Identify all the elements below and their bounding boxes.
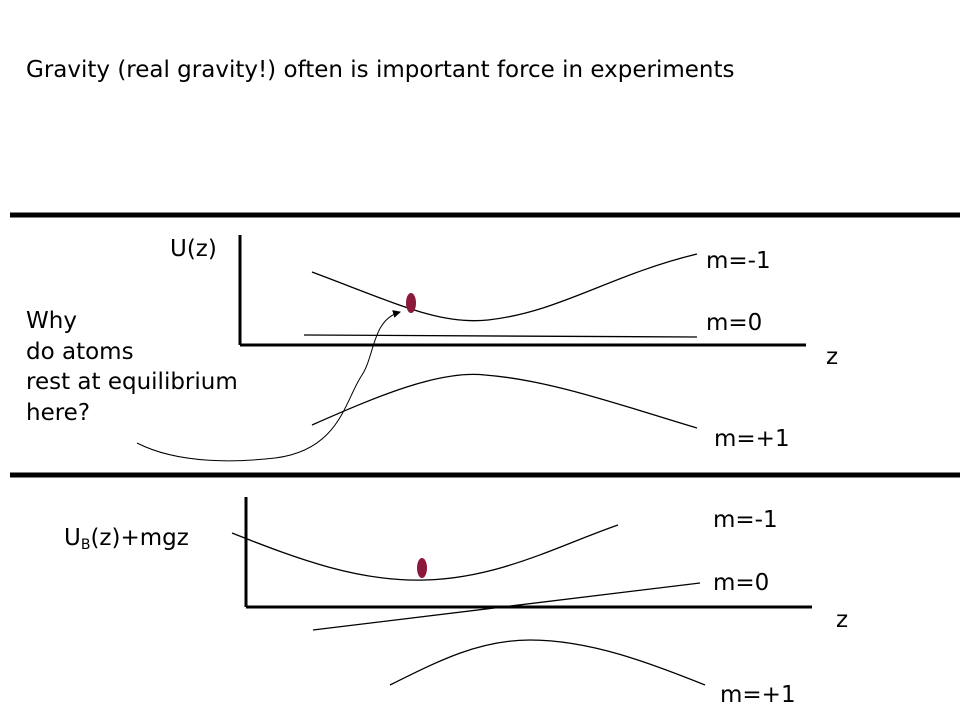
- bottom-x-axis-label: z: [836, 607, 848, 633]
- question-line: do atoms: [26, 338, 134, 365]
- bottom-curve-m-plus-1: [389, 639, 706, 686]
- top-label-m-minus-1: m=-1: [706, 248, 771, 274]
- ub-suffix: (z)+mgz: [90, 525, 189, 551]
- question-line: rest at equilibrium: [26, 369, 238, 395]
- top-label-m-plus-1: m=+1: [714, 426, 790, 452]
- top-curve-m-plus-1: [311, 373, 698, 429]
- bottom-label-m-0: m=0: [713, 570, 769, 596]
- top-curve-m-minus-1: [311, 253, 698, 322]
- question-line: here?: [26, 399, 91, 426]
- bottom-label-m-minus-1: m=-1: [713, 507, 778, 533]
- bottom-curve-m-0: [312, 582, 701, 631]
- ub-subscript: B: [80, 537, 91, 553]
- top-label-m-0: m=0: [706, 310, 762, 336]
- bottom-label-m-plus-1: m=+1: [720, 682, 796, 708]
- top-x-axis-label: z: [826, 344, 838, 370]
- question-line: Why: [26, 308, 77, 334]
- slide-title: Gravity (real gravity!) often is importa…: [26, 57, 735, 83]
- bottom-curve-m-minus-1: [231, 524, 619, 581]
- top-curve-m-0: [303, 334, 698, 338]
- bottom-y-axis-label: UB(z)+mgz: [64, 523, 189, 560]
- question-arrow: [136, 310, 401, 462]
- top-atom-marker: [406, 293, 416, 313]
- bottom-atom-marker: [417, 558, 427, 578]
- ub-base: U: [64, 525, 81, 551]
- top-y-axis-label: U(z): [170, 236, 217, 262]
- question-text: Why do atoms rest at equilibrium here?: [26, 306, 238, 428]
